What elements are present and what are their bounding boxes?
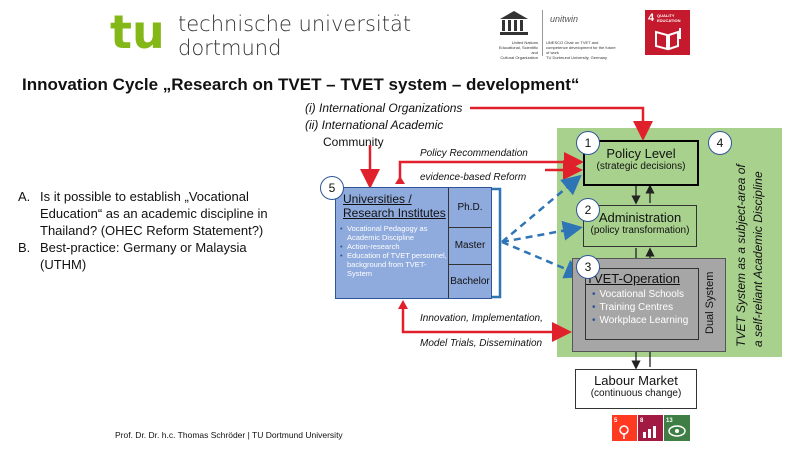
chair-line1: UNESCO Chair on TVET and [546, 40, 599, 45]
question-b-text: Best-practice: Germany or Malaysia (UTHM… [40, 240, 247, 272]
arrow-uni-to-admin [501, 220, 583, 244]
university-name: technische universität dortmund [178, 12, 411, 60]
labour-market-box: Labour Market (continuous change) [575, 369, 697, 409]
arrow-innovation [401, 305, 572, 342]
university-item: Vocational Pedagogy as Academic Discipli… [340, 224, 448, 242]
question-list: A. Is it possible to establish „Vocation… [18, 188, 288, 273]
intl-line3: Community [323, 135, 384, 149]
dual-system-text: Dual System [704, 272, 716, 334]
policy-subtitle: (strategic decisions) [596, 161, 686, 172]
sdg4-badge: 4 QUALITY EDUCATION [645, 10, 690, 55]
operation-item: Workplace Learning [592, 314, 698, 327]
policy-title: Policy Level [606, 146, 676, 161]
tu-logo: tu [110, 12, 165, 54]
unesco-divider [542, 10, 543, 56]
university-item: Action-research [340, 242, 448, 251]
circle-2: 2 [576, 198, 600, 222]
chair-line2: competence development for the future of… [546, 45, 616, 55]
unesco-chair-logo: United Nations Educational, Scientific a… [478, 10, 618, 60]
question-b-marker: B. [18, 240, 31, 255]
question-a-text: Is it possible to establish „Vocational … [40, 189, 268, 238]
degree-master: Master [448, 228, 491, 265]
intl-line1: (i) International Organizations [305, 101, 463, 115]
operation-title: TVET-Operation [586, 271, 680, 286]
book-pencil-icon [655, 28, 681, 51]
sdg8-number: 8 [640, 418, 644, 424]
label-innovation: Innovation, Implementation, [420, 313, 543, 324]
question-a: A. Is it possible to establish „Vocation… [18, 188, 288, 239]
operation-item: Vocational Schools [592, 288, 698, 301]
university-list: Vocational Pedagogy as Academic Discipli… [340, 224, 448, 278]
university-item: Education of TVET personnel, background … [340, 251, 448, 278]
arrow-intl-to-policy [470, 106, 653, 141]
tvet-system-vertical-label: TVET System as a subject-area of a self-… [734, 163, 765, 347]
unesco-org-line2: Educational, Scientific and [498, 45, 538, 55]
operation-item: Training Centres [592, 301, 698, 314]
sdg4-number: 4 [648, 12, 655, 24]
label-model-trials: Model Trials, Dissemination [420, 338, 543, 349]
circle-3: 3 [576, 255, 600, 279]
administration-box: Administration (policy transformation) [583, 205, 697, 247]
labour-title: Labour Market [594, 373, 678, 388]
university-title: Universities / Research Institutes [343, 192, 448, 220]
labour-subtitle: (continuous change) [590, 388, 682, 399]
international-sources: (i) International Organizations (ii) Int… [305, 100, 462, 151]
question-a-marker: A. [18, 189, 31, 204]
university-box: Universities / Research Institutes Vocat… [335, 187, 492, 299]
tu-logo-letters: tu [110, 12, 165, 54]
degree-bracket [490, 187, 502, 299]
unitwin-brand: unitwin [550, 14, 579, 24]
administration-subtitle: (policy transformation) [590, 225, 690, 236]
degree-phd: Ph.D. [448, 188, 491, 228]
circle-5: 5 [320, 176, 344, 200]
sdg-icons-row: 5 8 13 [612, 415, 690, 441]
policy-level-box: Policy Level (strategic decisions) [583, 140, 699, 186]
footer-author: Prof. Dr. Dr. h.c. Thomas Schröder | TU … [115, 430, 343, 440]
circle-1: 1 [576, 131, 600, 155]
economic-growth-icon: 8 [638, 415, 663, 441]
university-title-line1: Universities / [343, 192, 412, 206]
sdg5-number: 5 [614, 418, 618, 424]
sdg4-label: QUALITY EDUCATION [657, 13, 681, 23]
arrow-uni-to-policy [501, 174, 582, 243]
tvet-operation-box: TVET-Operation Vocational Schools Traini… [585, 268, 699, 340]
administration-title: Administration [598, 210, 682, 225]
vertical-label-line2: a self-reliant Academic Discipline [751, 171, 765, 347]
university-name-line1: technische universität [178, 12, 412, 36]
unesco-org-line3: Cultural Organization [500, 55, 538, 60]
circle-4: 4 [708, 131, 732, 155]
arrow-uni-to-operation [501, 240, 585, 279]
degree-bachelor: Bachelor [448, 265, 491, 298]
climate-action-icon: 13 [664, 415, 690, 441]
unesco-temple-icon [500, 11, 528, 35]
slide-title: Innovation Cycle „Research on TVET – TVE… [22, 75, 580, 94]
unesco-org-line1: United Nations [511, 40, 538, 45]
dual-system-label: Dual System [704, 272, 716, 334]
label-policy-recommendation: Policy Recommendation [420, 148, 528, 159]
intl-line2: (ii) International Academic [305, 118, 444, 132]
chair-line3: TU Dortmund University, Germany [546, 55, 608, 60]
gender-equality-icon: 5 [612, 415, 637, 441]
question-b: B. Best-practice: Germany or Malaysia (U… [18, 239, 288, 273]
university-title-line2: Research Institutes [343, 206, 446, 220]
university-name-line2: dortmund [178, 36, 282, 60]
operation-list: Vocational Schools Training Centres Work… [592, 288, 698, 327]
sdg13-number: 13 [666, 418, 673, 424]
label-evidence-reform: evidence-based Reform [420, 172, 527, 183]
vertical-label-line1: TVET System as a subject-area of [734, 163, 748, 347]
